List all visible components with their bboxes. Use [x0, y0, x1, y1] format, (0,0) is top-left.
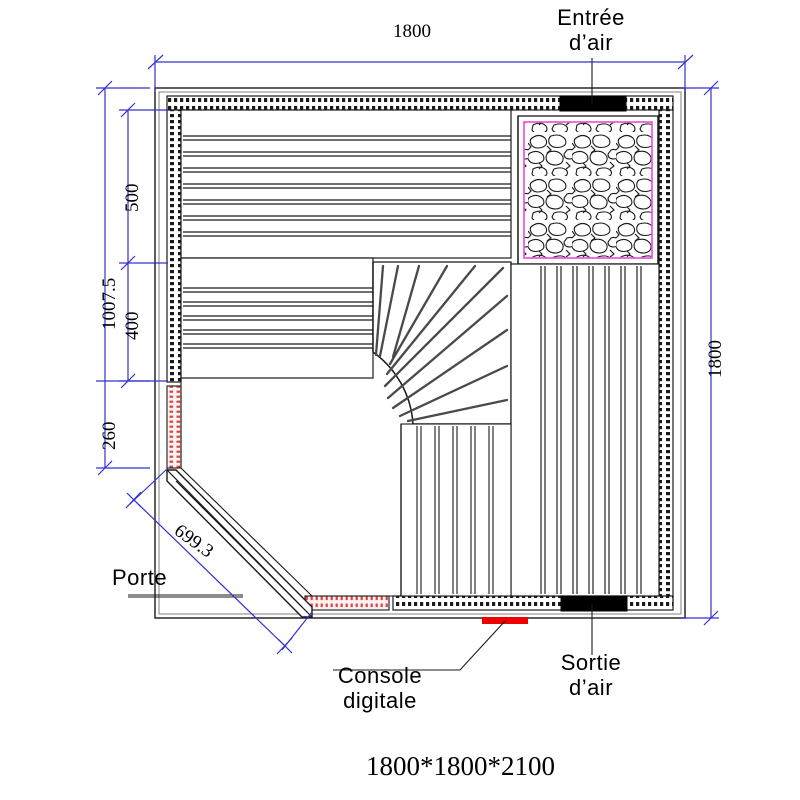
dim-left-total: 1007.5	[99, 277, 120, 330]
dim-left-middle: 400	[122, 311, 143, 341]
digital-console-strip	[482, 617, 528, 624]
lower-centre-slats	[400, 423, 512, 597]
cabin-outer-shell	[154, 87, 686, 619]
lower-bench-slats	[180, 257, 374, 379]
stone-heater	[517, 115, 659, 265]
dimension-lines	[96, 54, 719, 655]
dim-left-upper: 500	[122, 183, 143, 213]
leader-lines	[128, 58, 593, 671]
label-air-outlet: Sortie d’air	[560, 650, 622, 700]
air-outlet-vent	[560, 595, 628, 612]
right-bench-slats	[510, 263, 660, 597]
air-inlet-vent	[559, 95, 627, 112]
front-glass-panel	[304, 595, 390, 611]
upper-bench-slats	[180, 109, 512, 259]
heater-frame-left	[517, 116, 659, 264]
radial-corner-bench	[372, 261, 512, 425]
diagonal-door-panel	[166, 469, 313, 618]
label-digital-console: Console digitale	[337, 663, 423, 713]
side-glass-panel	[166, 385, 182, 469]
label-door: Porte	[112, 565, 168, 590]
label-air-inlet: Entrée d’air	[557, 5, 625, 55]
drawing-title: 1800*1800*2100	[366, 751, 555, 781]
dim-top-width: 1800	[393, 21, 431, 42]
dim-right-height: 1800	[705, 340, 726, 378]
dim-left-lower: 260	[99, 421, 120, 451]
